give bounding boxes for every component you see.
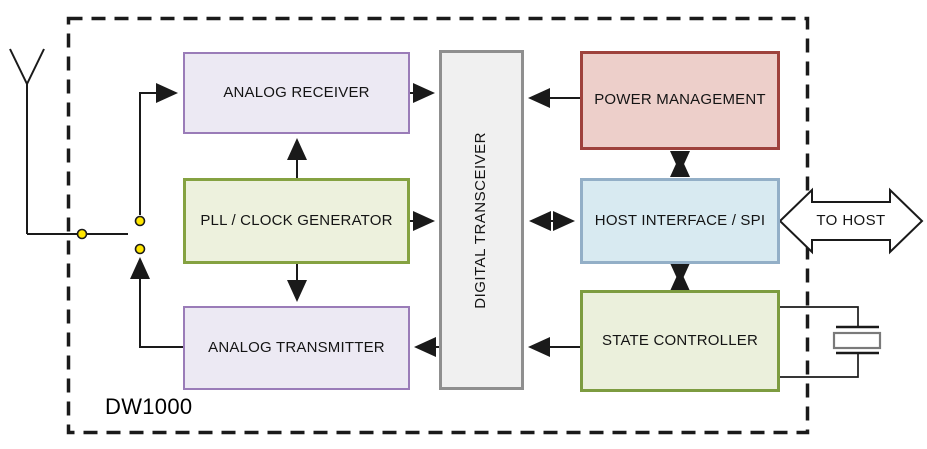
to-host-arrow-icon xyxy=(778,187,924,255)
digital-transceiver-block: DIGITAL TRANSCEIVER xyxy=(439,50,524,390)
host-interface-block: HOST INTERFACE / SPI xyxy=(580,178,780,264)
pll-clock-generator-block: PLL / CLOCK GENERATOR xyxy=(183,178,410,264)
crystal-icon xyxy=(780,306,882,378)
state-controller-label: STATE CONTROLLER xyxy=(602,331,758,349)
connector-transmitter-to-switch xyxy=(130,257,183,348)
analog-receiver-block: ANALOG RECEIVER xyxy=(183,52,410,134)
pll-clock-generator-label: PLL / CLOCK GENERATOR xyxy=(200,211,393,229)
state-controller-block: STATE CONTROLLER xyxy=(580,290,780,392)
analog-transmitter-block: ANALOG TRANSMITTER xyxy=(183,306,410,390)
analog-transmitter-label: ANALOG TRANSMITTER xyxy=(208,338,385,356)
connector-switch-to-receiver xyxy=(139,83,178,215)
to-host-label: TO HOST xyxy=(816,212,886,229)
power-management-block: POWER MANAGEMENT xyxy=(580,51,780,150)
chip-name-label: DW1000 xyxy=(105,394,193,419)
rf-switch-icon xyxy=(76,215,146,255)
digital-transceiver-label: DIGITAL TRANSCEIVER xyxy=(472,131,490,309)
analog-receiver-label: ANALOG RECEIVER xyxy=(223,83,370,101)
host-interface-label: HOST INTERFACE / SPI xyxy=(594,211,766,229)
power-management-label: POWER MANAGEMENT xyxy=(594,91,766,109)
